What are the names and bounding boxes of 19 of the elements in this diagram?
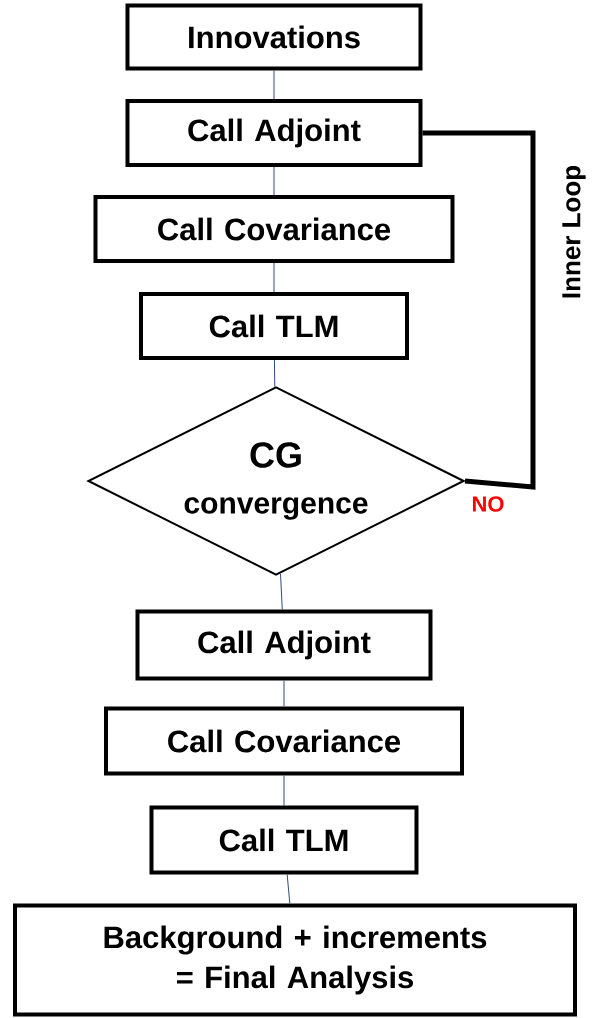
process-box: Innovations	[125, 3, 423, 71]
process-box: Call Adjoint	[135, 609, 433, 681]
connector-line	[280, 573, 283, 610]
process-box: Call Covariance	[93, 195, 455, 263]
connector-line	[273, 359, 276, 388]
answer-label: NO	[472, 496, 504, 512]
connector-line	[273, 70, 275, 100]
connector-line	[283, 680, 285, 707]
process-box: Call TLM	[149, 805, 419, 875]
loop-line	[422, 130, 536, 490]
process-box: Call TLM	[139, 292, 409, 360]
connector-line	[273, 166, 275, 196]
process-box: Call Adjoint	[125, 99, 423, 167]
connector-line	[286, 874, 291, 904]
process-box: Call Covariance	[104, 706, 464, 776]
connector-line	[283, 775, 285, 806]
connector-line	[273, 262, 275, 293]
edge-label: Inner Loop	[561, 163, 587, 301]
process-box: Background + increments = Final Analysis	[13, 903, 577, 1017]
